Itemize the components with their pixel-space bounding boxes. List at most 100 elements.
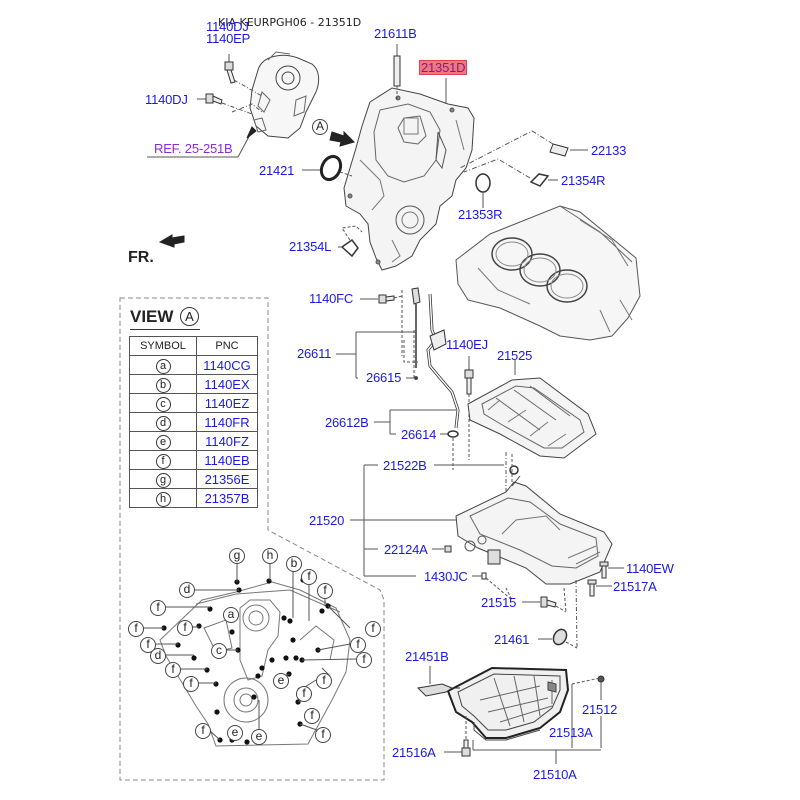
view-a-callout[interactable]: h — [262, 548, 278, 564]
view-a-callout[interactable]: g — [229, 548, 245, 564]
part-label-21354R[interactable]: 21354R — [561, 173, 606, 188]
bolt-location-dot — [287, 618, 293, 624]
part-label-21515[interactable]: 21515 — [481, 595, 517, 610]
bolt-location-dot — [266, 578, 272, 584]
part-label-21451B[interactable]: 21451B — [405, 649, 449, 664]
pnc-link[interactable]: 21357B — [196, 488, 258, 508]
symbol-badge: e — [155, 435, 171, 450]
part-label-1140EP[interactable]: 1140EP — [206, 31, 251, 46]
pnc-link[interactable]: 1140EB — [196, 450, 258, 470]
part-label-21421[interactable]: 21421 — [259, 163, 295, 178]
bolt-location-dot — [259, 665, 265, 671]
symbol-badge: b — [155, 378, 171, 393]
view-a-callout[interactable]: e — [251, 729, 267, 745]
part-label-21611B[interactable]: 21611B — [374, 26, 417, 41]
part-label-21512[interactable]: 21512 — [582, 702, 618, 717]
oring-21353R-drawing — [475, 173, 491, 208]
table-row: b 1140EX — [129, 374, 258, 394]
symbol-badge: d — [155, 416, 171, 431]
view-a-callout[interactable]: b — [286, 556, 302, 572]
part-label-21525[interactable]: 21525 — [497, 348, 533, 363]
bolt-location-dot — [204, 667, 210, 673]
reference-label[interactable]: REF. 25-251B — [154, 141, 233, 156]
part-label-21516A[interactable]: 21516A — [392, 745, 436, 760]
view-a-callout[interactable]: f — [301, 569, 317, 585]
view-a-callout[interactable]: f — [365, 621, 381, 637]
view-a-callout[interactable]: f — [177, 620, 193, 636]
bolt-1140DJ-drawing — [197, 93, 263, 115]
part-label-1430JC[interactable]: 1430JC — [424, 569, 468, 584]
gasket-21354L-drawing — [338, 225, 363, 258]
pnc-link[interactable]: 1140FR — [196, 412, 258, 432]
timing-cover-drawing — [343, 87, 475, 271]
view-a-callout[interactable]: f — [150, 600, 166, 616]
bolt-location-dot — [281, 615, 287, 621]
pnc-link[interactable]: 1140EZ — [196, 393, 258, 413]
part-label-1140EJ[interactable]: 1140EJ — [446, 337, 488, 352]
part-label-1140FC[interactable]: 1140FC — [309, 291, 354, 306]
view-a-callout[interactable]: f — [315, 727, 331, 743]
part-label-21354L[interactable]: 21354L — [289, 239, 332, 254]
view-a-callout[interactable]: f — [316, 673, 332, 689]
view-a-callout[interactable]: c — [211, 643, 227, 659]
ref-leader — [147, 126, 257, 158]
part-label-21461[interactable]: 21461 — [494, 632, 530, 647]
pnc-link[interactable]: 1140FZ — [196, 431, 258, 451]
part-label-22124A[interactable]: 22124A — [384, 542, 428, 557]
part-label-21522B[interactable]: 21522B — [383, 458, 427, 473]
bolt-location-dot — [269, 657, 275, 663]
view-a-callout[interactable]: f — [183, 676, 199, 692]
engine-block-drawing — [455, 205, 641, 341]
part-label-1140EW[interactable]: 1140EW — [626, 561, 674, 576]
view-a-letter: A — [180, 307, 199, 326]
part-label-1140DJ[interactable]: 1140DJ — [145, 92, 188, 107]
part-label-26611[interactable]: 26611 — [297, 346, 332, 361]
part-label-22133[interactable]: 22133 — [591, 143, 627, 158]
bolt-location-dot — [191, 655, 197, 661]
table-row: a 1140CG — [129, 355, 258, 375]
pnc-link[interactable]: 1140CG — [196, 355, 258, 375]
pnc-link[interactable]: 1140EX — [196, 374, 258, 394]
part-label-26615[interactable]: 26615 — [366, 370, 402, 385]
symbol-badge: a — [155, 359, 171, 374]
bolt-location-dot — [213, 681, 219, 687]
part-label-21517A[interactable]: 21517A — [613, 579, 657, 594]
part-label-21510A[interactable]: 21510A — [533, 767, 577, 782]
view-a-callout[interactable]: f — [356, 652, 372, 668]
pnc-link[interactable]: 21356E — [196, 469, 258, 489]
part-label-21520[interactable]: 21520 — [309, 513, 345, 528]
view-a-callout[interactable]: d — [179, 582, 195, 598]
view-a-callout[interactable]: f — [350, 637, 366, 653]
part-label-21513A[interactable]: 21513A — [549, 725, 593, 740]
dipstick-drawing — [401, 287, 460, 429]
view-a-callout[interactable]: a — [223, 607, 239, 623]
part-label-21351D-highlighted[interactable]: 21351D — [419, 60, 468, 75]
bolt-1140EW-drawing — [599, 561, 624, 579]
view-a-callout[interactable]: e — [227, 725, 243, 741]
view-a-frame — [119, 297, 385, 781]
part-label-26612B[interactable]: 26612B — [325, 415, 369, 430]
table-header-row: SYMBOL PNC — [129, 336, 258, 356]
part-label-21353R[interactable]: 21353R — [458, 207, 503, 222]
bolt-location-dot — [229, 629, 235, 635]
table-row: d 1140FR — [129, 412, 258, 432]
view-a-callout[interactable]: d — [150, 648, 166, 664]
part-label-26614[interactable]: 26614 — [401, 427, 437, 442]
bolt-location-dot — [207, 606, 213, 612]
column-header-pnc: PNC — [196, 336, 258, 356]
view-a-callout[interactable]: f — [296, 686, 312, 702]
view-a-callout[interactable]: f — [128, 621, 144, 637]
view-a-callout[interactable]: f — [304, 708, 320, 724]
view-a-callout[interactable]: f — [317, 583, 333, 599]
strainer-21451B-drawing — [416, 666, 460, 697]
part-label-1140DJ-top[interactable]: 1140DJ — [206, 19, 249, 34]
table-row: e 1140FZ — [129, 431, 258, 451]
view-a-callout[interactable]: f — [195, 723, 211, 739]
view-a-callout[interactable]: e — [273, 673, 289, 689]
bolt-21515-drawing — [522, 587, 567, 613]
symbol-badge: h — [155, 492, 171, 507]
view-a-callout[interactable]: f — [165, 662, 181, 678]
